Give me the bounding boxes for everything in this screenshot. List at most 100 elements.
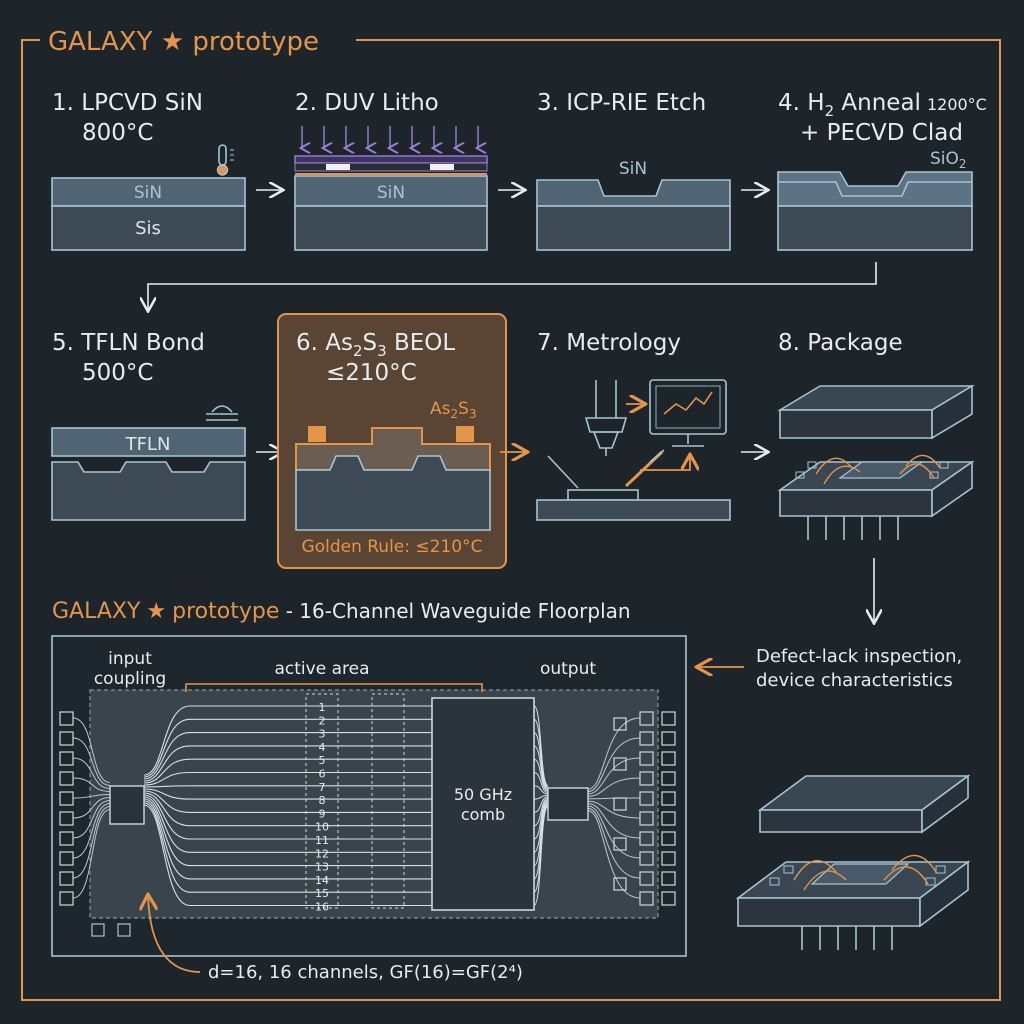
input-pad xyxy=(59,891,74,906)
outer-frame xyxy=(21,39,1001,1001)
input-fanout xyxy=(72,809,111,899)
channel-label: 9 xyxy=(319,807,326,820)
output-fanout xyxy=(587,717,641,790)
step-8-title: 8. Package xyxy=(778,330,903,356)
output-pad xyxy=(613,837,627,851)
input-pad xyxy=(59,871,74,886)
output-fanout xyxy=(587,737,641,793)
output-pad xyxy=(639,831,654,846)
waveguide xyxy=(143,771,432,786)
header-title: GALAXY ★ prototype xyxy=(48,27,319,57)
input-fanout xyxy=(72,794,111,799)
input-fanout xyxy=(72,757,111,789)
output-pad xyxy=(661,831,676,846)
input-pad xyxy=(59,831,74,846)
output-pad xyxy=(613,797,627,811)
input-fanout xyxy=(72,797,111,819)
footnote-arrow xyxy=(148,896,201,973)
input-fanout xyxy=(72,717,111,783)
input-fanout xyxy=(72,737,111,786)
output-pad xyxy=(661,891,676,906)
channel-label: 14 xyxy=(315,874,329,887)
output-pad xyxy=(639,851,654,866)
waveguide-out xyxy=(533,772,549,793)
coupling-pads xyxy=(59,711,676,906)
microscope-icon xyxy=(584,380,628,456)
waveguide xyxy=(143,732,432,780)
waveguide xyxy=(143,800,432,880)
input-fanout xyxy=(72,803,111,859)
waveguide-out xyxy=(533,785,549,795)
waveguide-out xyxy=(533,732,549,789)
input-pad xyxy=(59,771,74,786)
output-fanout xyxy=(587,810,641,899)
input-label-1: input xyxy=(108,649,152,669)
step-1-title: 1. LPCVD SiN xyxy=(52,90,203,116)
step-7-title: 7. Metrology xyxy=(537,330,681,356)
channel-label: 10 xyxy=(315,821,329,834)
waveguide-out xyxy=(533,758,549,792)
channel-label: 1 xyxy=(319,701,326,714)
comb-label-1: 50 GHz xyxy=(454,785,512,804)
probe-icon xyxy=(547,449,665,489)
active-area-bracket xyxy=(185,683,483,692)
channel-label: 7 xyxy=(319,781,326,794)
step-3-title: 3. ICP-RIE Etch xyxy=(537,90,706,116)
thermometer-icon xyxy=(216,144,234,176)
inspection-line-1: Defect-lack inspection, xyxy=(756,646,962,667)
output-pad xyxy=(661,771,676,786)
channel-label: 16 xyxy=(315,901,329,914)
step-5-temp: 500°C xyxy=(82,360,153,386)
waveguide-out xyxy=(533,803,549,880)
output-pad xyxy=(613,877,627,891)
input-fanout xyxy=(72,777,111,792)
waveguide-out xyxy=(533,806,549,906)
step-8: 8. Package xyxy=(777,330,975,540)
output-fanout xyxy=(587,803,641,839)
waveguide xyxy=(143,792,432,827)
step-6-layer: As2S3 xyxy=(430,399,477,421)
monitor-icon xyxy=(649,379,727,447)
inspection-line-2: device characteristics xyxy=(756,670,953,691)
golden-rule: Golden Rule: ≤210°C xyxy=(302,537,483,557)
output-fanout xyxy=(587,807,641,879)
output-pad xyxy=(661,751,676,766)
output-pad xyxy=(613,757,627,771)
connector-4-5 xyxy=(148,262,877,310)
floorplan-footnote: d=16, 16 channels, GF(16)=GF(2⁴) xyxy=(208,962,523,983)
step-6-title: 6. As2S3 BEOL xyxy=(296,330,455,360)
output-pad xyxy=(639,771,654,786)
waveguide-out xyxy=(533,796,549,813)
input-fanout xyxy=(72,800,111,839)
step-1: 1. LPCVD SiN 800°C SiN Sis xyxy=(51,90,246,251)
input-pad xyxy=(59,731,74,746)
package-large xyxy=(735,774,971,950)
channel-label: 2 xyxy=(319,714,326,727)
channel-label: 3 xyxy=(319,728,326,741)
floorplan-title: GALAXY★prototype - 16-Channel Waveguide … xyxy=(52,599,631,624)
output-fanout xyxy=(587,797,641,800)
waveguide xyxy=(143,745,432,782)
channel-column-2 xyxy=(371,693,405,909)
waveguide-out xyxy=(533,794,549,800)
comb-block xyxy=(431,697,535,911)
step-5-layer: TFLN xyxy=(125,434,171,455)
package-base xyxy=(777,454,975,540)
channel-label: 15 xyxy=(315,887,329,900)
waveguide xyxy=(143,758,432,784)
input-coupler xyxy=(109,785,145,825)
step-2-layer: SiN xyxy=(377,183,405,203)
waveguide-out xyxy=(533,797,549,827)
waveguide xyxy=(143,718,432,778)
input-pad xyxy=(59,751,74,766)
channel-label: 13 xyxy=(315,861,329,874)
output-fanout xyxy=(587,757,641,795)
output-pad xyxy=(661,871,676,886)
channel-label: 6 xyxy=(319,768,326,781)
output-pad xyxy=(661,791,676,806)
output-pad xyxy=(613,717,627,731)
step-5: 5. TFLN Bond 500°C TFLN xyxy=(51,330,246,521)
input-pad xyxy=(59,711,74,726)
